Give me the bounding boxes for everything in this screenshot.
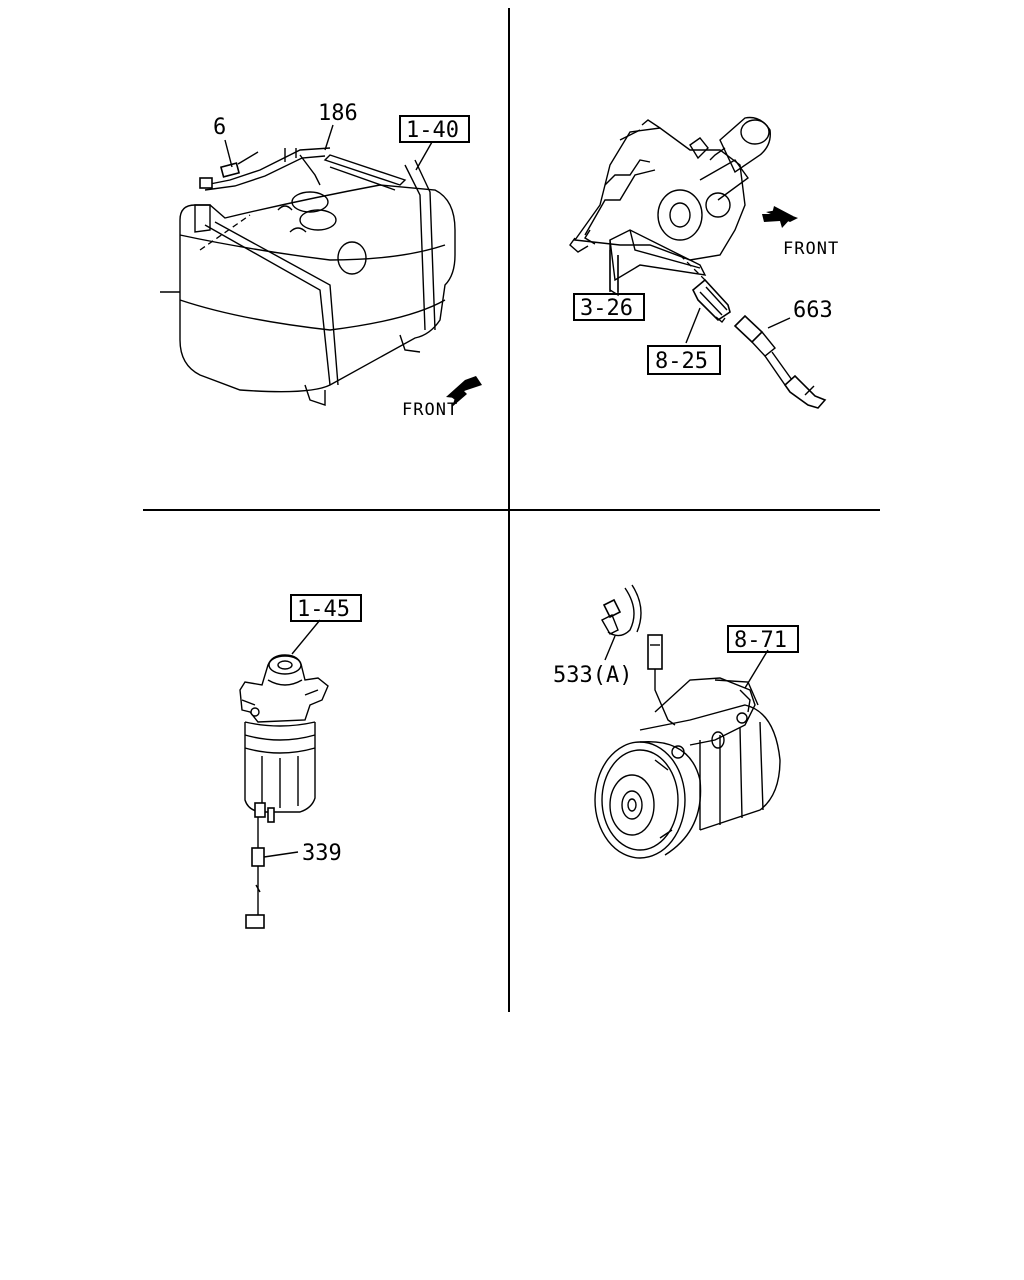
ac-compressor-drawing [594,584,781,859]
front-arrow-icon [762,206,798,228]
ref-box-label-1-40: 1-40 [406,118,459,143]
front-label-1: FRONT [402,400,458,420]
injection-pump-drawing [569,116,771,297]
connector-663-drawing [733,314,827,409]
ref-box-1-40 [399,115,470,143]
callout-339: 339 [302,841,342,866]
callout-533a: 533(A) [553,663,632,688]
ref-box-label-1-45: 1-45 [297,597,350,622]
fuel-tank-drawing [160,124,456,406]
ref-box-label-8-71: 8-71 [734,628,787,653]
callout-6: 6 [213,115,226,140]
front-arrow-icon [446,376,482,407]
ref-box-label-3-26: 3-26 [580,296,633,321]
callout-186: 186 [318,101,358,126]
ref-box-label-8-25: 8-25 [655,349,708,374]
ref-box-1-45 [290,594,362,622]
pressure-sensor-drawing [692,278,731,324]
callout-663: 663 [793,298,833,323]
front-label-2: FRONT [783,239,839,259]
ref-box-3-26 [573,293,645,321]
ref-box-8-25 [647,345,721,375]
fuel-filter-drawing [239,619,329,929]
ref-box-8-71 [727,625,799,653]
quadrant-dividers [143,8,880,1012]
